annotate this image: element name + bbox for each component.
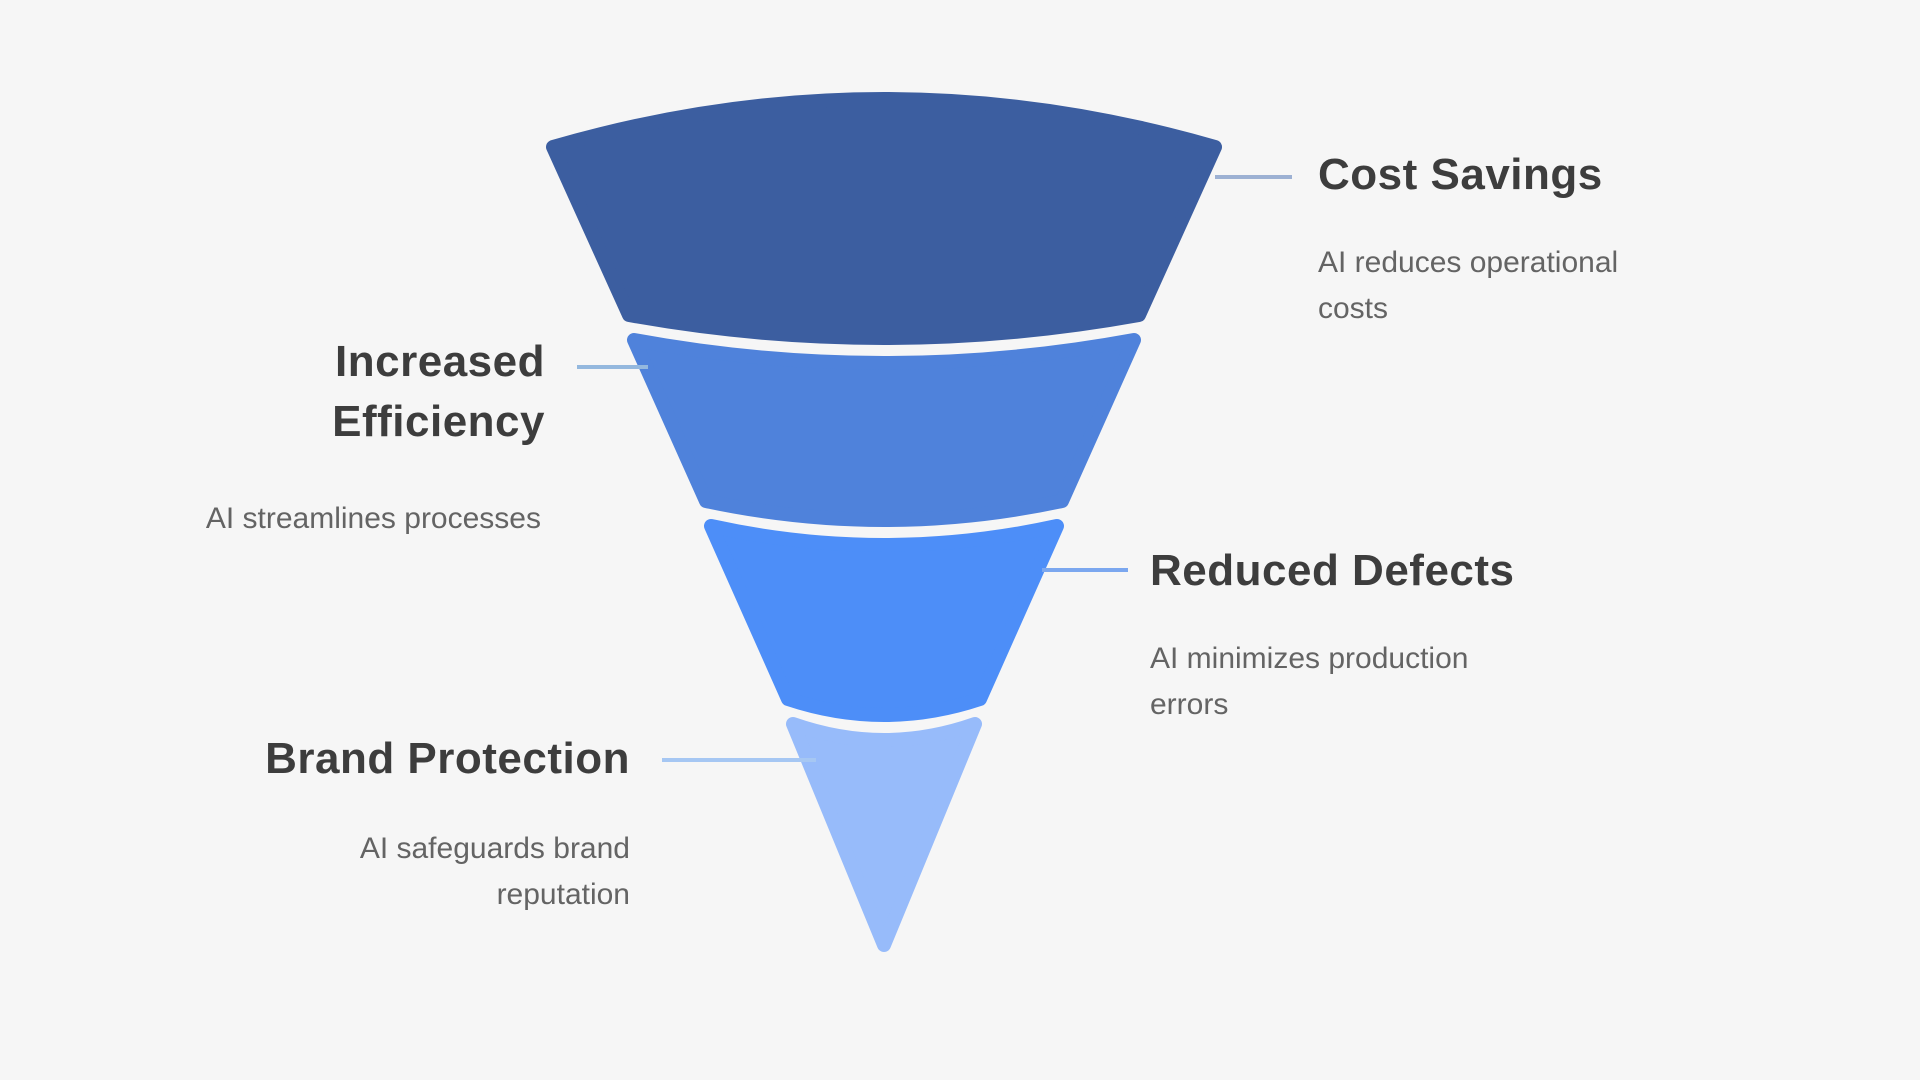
funnel-segment-cost-savings	[546, 92, 1222, 345]
level-description-brand-protection: AI safeguards brand reputation	[359, 832, 630, 911]
level-title-cost-savings: Cost Savings	[1318, 150, 1603, 199]
level-title-increased-efficiency: Increased Efficiency	[332, 337, 545, 446]
level-description-cost-savings: AI reduces operational costs	[1318, 246, 1619, 325]
funnel-segment-reduced-defects	[704, 519, 1064, 722]
level-description-reduced-defects: AI minimizes production errors	[1150, 642, 1469, 721]
level-title-reduced-defects: Reduced Defects	[1150, 546, 1515, 595]
funnel-segment-brand-protection	[786, 717, 982, 952]
funnel-segment-increased-efficiency	[627, 333, 1141, 527]
level-description-increased-efficiency: AI streamlines processes	[205, 502, 541, 535]
level-title-brand-protection: Brand Protection	[265, 734, 630, 783]
